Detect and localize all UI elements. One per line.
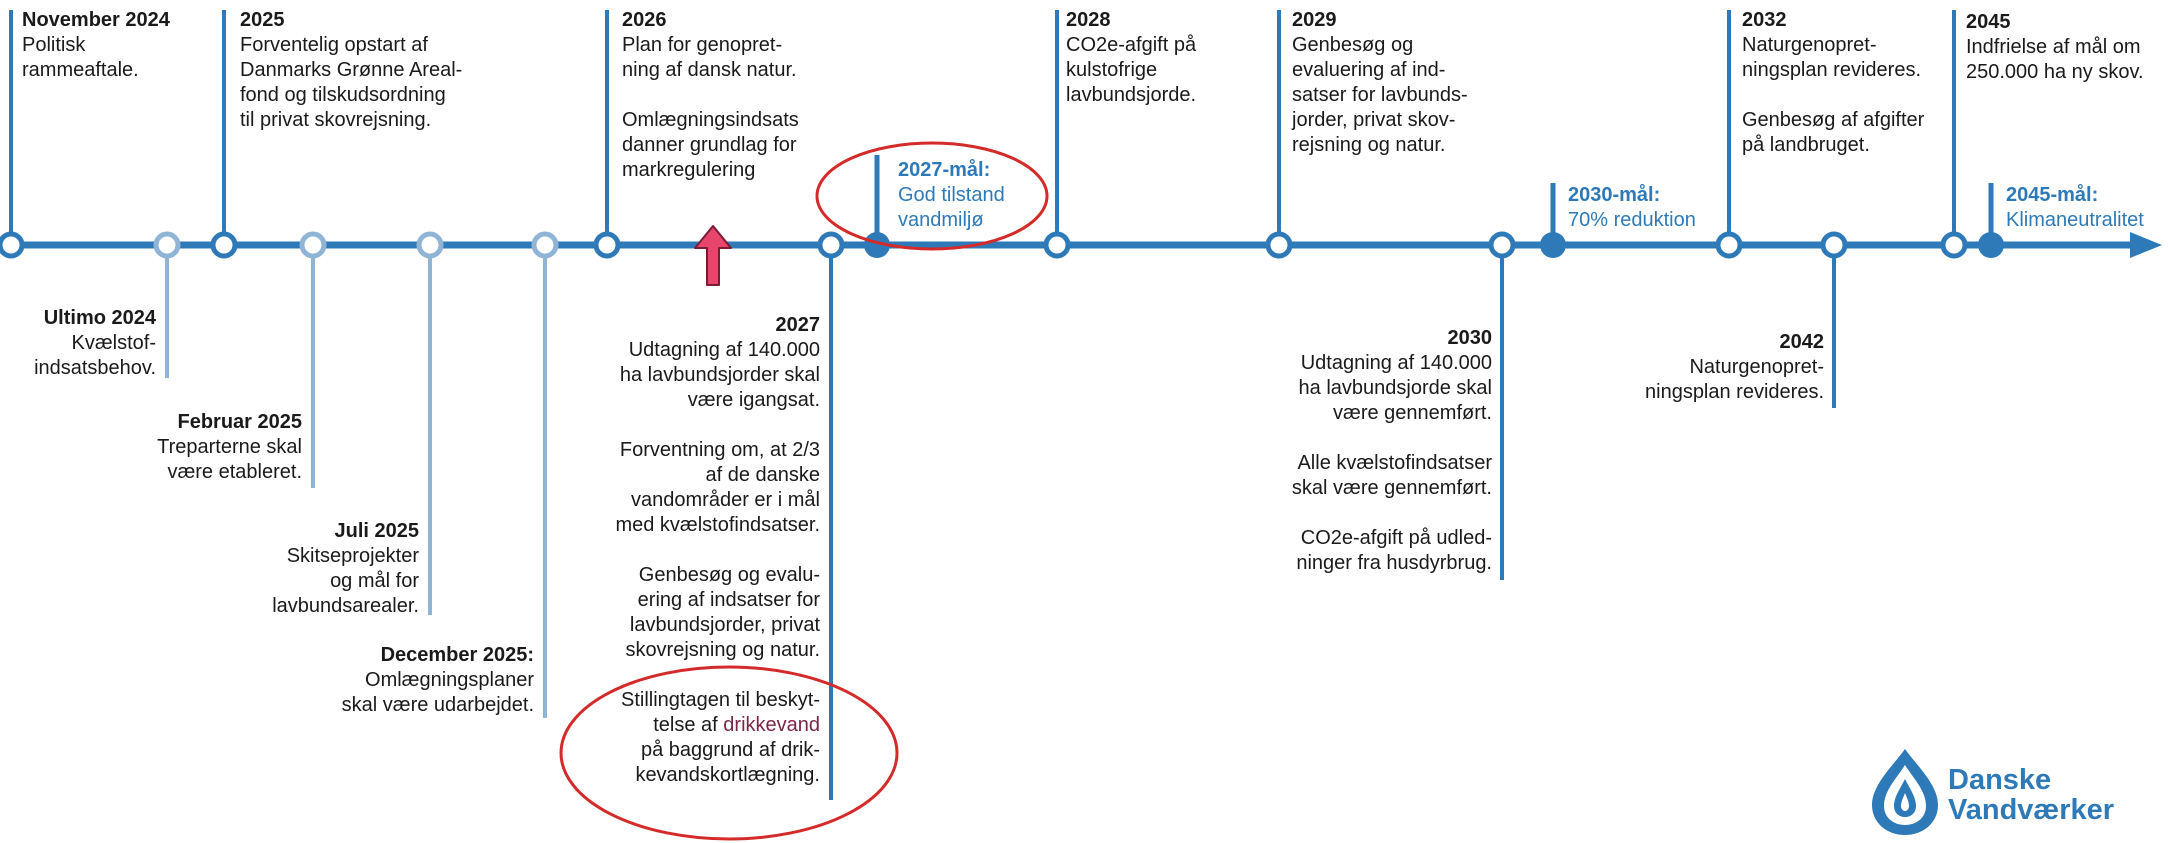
event-text: Treparterne skal være etableret. <box>157 436 302 483</box>
event-title: 2025 <box>240 9 285 31</box>
event-text: Naturgenopret- ningsplan revideres. <box>1742 34 1921 81</box>
goal-text: 70% reduktion <box>1568 209 1696 231</box>
node-goal-2027 <box>864 232 890 258</box>
node-2032 <box>1715 231 1743 259</box>
event-text: Omlægningsindsats danner grundlag for ma… <box>622 109 799 181</box>
event-title: Februar 2025 <box>177 411 302 433</box>
logo-line1: Danske <box>1948 764 2052 796</box>
logo-line2: Vandværker <box>1948 794 2115 826</box>
drinking-water-highlight: drikkevand <box>723 714 820 736</box>
event-title: 2042 <box>1779 331 1825 353</box>
goal-2030: 2030-mål: 70% reduktion <box>1568 183 1696 233</box>
goal-2027: 2027-mål: God tilstand vandmiljø <box>898 158 1005 233</box>
event-2042: 2042 Naturgenopret- ningsplan revideres. <box>1645 330 1824 405</box>
event-title: 2032 <box>1742 9 1787 31</box>
event-title: November 2024 <box>22 9 170 31</box>
event-title: 2026 <box>622 9 667 31</box>
pink-up-arrow-icon <box>694 225 732 286</box>
event-title: December 2025: <box>380 644 534 666</box>
node-2028 <box>1043 231 1071 259</box>
timeline-arrowhead <box>2130 232 2162 258</box>
event-feb2025: Februar 2025 Treparterne skal være etabl… <box>157 410 302 485</box>
node-2027 <box>817 231 845 259</box>
drinking-water-text: Stillingtagen til beskyt- telse af drikk… <box>615 688 820 788</box>
event-text: Politisk rammeaftale. <box>22 34 139 81</box>
event-text: CO2e-afgift på kulstofrige lavbundsjorde… <box>1066 34 1197 106</box>
node-2025 <box>210 231 238 259</box>
event-nov2024: November 2024 Politisk rammeaftale. <box>22 8 170 83</box>
node-dec2025 <box>531 231 559 259</box>
event-2032: 2032 Naturgenopret- ningsplan revideres.… <box>1742 8 1924 158</box>
event-jul2025: Juli 2025 Skitseprojekter og mål for lav… <box>272 519 419 619</box>
event-2029: 2029 Genbesøg og evaluering af ind- sats… <box>1292 8 1468 158</box>
event-text: Genbesøg og evaluering af ind- satser fo… <box>1292 34 1468 156</box>
goal-text: God tilstand vandmiljø <box>898 184 1005 231</box>
logo-text: Danske Vandværker <box>1948 765 2114 825</box>
goal-title: 2027-mål: <box>898 159 991 181</box>
event-text: Genbesøg og evalu- ering af indsatser fo… <box>625 564 820 661</box>
event-title: 2030 <box>1447 327 1493 349</box>
event-title: Ultimo 2024 <box>43 307 156 329</box>
event-text: Indfrielse af mål om 250.000 ha ny skov. <box>1966 36 2144 83</box>
goal-title: 2030-mål: <box>1568 184 1661 206</box>
event-text: Udtagning af 140.000 ha lavbundsjorde sk… <box>1298 352 1492 424</box>
node-ultimo2024 <box>153 231 181 259</box>
event-text: Alle kvælstofindsatser skal være gennemf… <box>1291 452 1492 499</box>
event-title: 2027 <box>775 314 821 336</box>
highlight-circle-goal-2027 <box>815 141 1049 251</box>
node-2045 <box>1940 231 1968 259</box>
event-text: Udtagning af 140.000 ha lavbundsjorder s… <box>619 339 820 411</box>
drinking-water-line1: Stillingtagen til beskyt- <box>621 689 820 711</box>
event-2026: 2026 Plan for genopret- ning af dansk na… <box>622 8 799 183</box>
goal-text: Klimaneutralitet <box>2006 209 2144 231</box>
event-text: Naturgenopret- ningsplan revideres. <box>1645 356 1824 403</box>
event-text: Skitseprojekter og mål for lavbundsareal… <box>272 545 419 617</box>
event-2028: 2028 CO2e-afgift på kulstofrige lavbunds… <box>1066 8 1196 108</box>
event-2045: 2045 Indfrielse af mål om 250.000 ha ny … <box>1966 10 2144 85</box>
event-text: Forventning om, at 2/3 af de danske vand… <box>615 439 820 536</box>
node-jul2025 <box>416 231 444 259</box>
event-title: 2029 <box>1292 9 1337 31</box>
node-nov2024 <box>0 231 25 259</box>
event-2025: 2025 Forventelig opstart af Danmarks Grø… <box>240 8 462 133</box>
highlight-circle-drinking-water <box>559 665 899 841</box>
event-text: Genbesøg af afgifter på landbruget. <box>1742 109 1925 156</box>
event-text: Plan for genopret- ning af dansk natur. <box>622 34 797 81</box>
node-2026 <box>593 231 621 259</box>
node-2030 <box>1488 231 1516 259</box>
event-dec2025: December 2025: Omlægningsplaner skal vær… <box>342 643 534 718</box>
goal-title: 2045-mål: <box>2006 184 2099 206</box>
goal-2045: 2045-mål: Klimaneutralitet <box>2006 183 2144 233</box>
node-2029 <box>1265 231 1293 259</box>
node-feb2025 <box>299 231 327 259</box>
event-title: Juli 2025 <box>334 520 419 542</box>
node-goal-2045 <box>1978 232 2004 258</box>
event-text: Omlægningsplaner skal være udarbejdet. <box>341 669 534 716</box>
drinking-water-rest: på baggrund af drik- kevandskortlægning. <box>635 739 820 786</box>
event-text: Forventelig opstart af Danmarks Grønne A… <box>240 34 463 131</box>
event-text: Kvælstof- indsatsbehov. <box>34 332 156 379</box>
event-ultimo2024: Ultimo 2024 Kvælstof- indsatsbehov. <box>34 306 156 381</box>
node-2042 <box>1820 231 1848 259</box>
event-title: 2045 <box>1966 11 2011 33</box>
event-title: 2028 <box>1066 9 1111 31</box>
event-text: CO2e-afgift på udled- ninger fra husdyrb… <box>1296 527 1492 574</box>
drinking-water-pre: telse af <box>653 714 724 736</box>
event-2030: 2030 Udtagning af 140.000 ha lavbundsjor… <box>1292 326 1492 576</box>
event-2027: 2027 Udtagning af 140.000 ha lavbundsjor… <box>615 313 820 788</box>
danske-vandvaerker-logo-icon <box>1872 749 1938 835</box>
node-goal-2030 <box>1540 232 1566 258</box>
